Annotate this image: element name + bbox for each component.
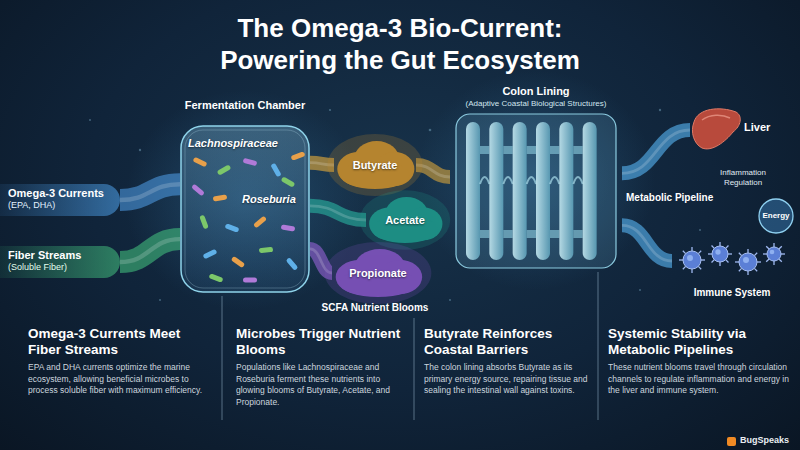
node-label: Fermentation Chamber (185, 98, 305, 112)
stream-band: Omega-3 Currents(EPA, DHA) (0, 184, 120, 216)
particles (89, 109, 701, 301)
title: The Omega-3 Bio-Current: Powering the Gu… (180, 12, 620, 76)
flow-band (310, 206, 366, 220)
node-sublabel: Roseburia (242, 192, 296, 206)
immune-cells-shape (672, 240, 792, 310)
flow-connector (310, 206, 366, 220)
section-body: The colon lining absorbs Butyrate as its… (424, 362, 594, 397)
section-heading: Omega-3 Currents Meet Fiber Streams (28, 326, 214, 358)
node-label: Immune System (694, 286, 771, 299)
annotation: Inflammation Regulation (712, 168, 774, 188)
stream-band: Fiber Streams(Soluble Fiber) (0, 246, 120, 278)
node-label: Liver (744, 120, 770, 134)
liver-icon-shape (690, 100, 790, 160)
node-label: Omega-3 Currents (0, 184, 104, 200)
section-heading: Microbes Trigger Nutrient Blooms (236, 326, 406, 358)
fermentation-chamber: Fermentation ChamberLachnospiraceaeRoseb… (180, 98, 310, 294)
liver-icon: Liver (690, 100, 790, 160)
node-sublabel: (Soluble Fiber) (0, 262, 67, 273)
colon-lining: Colon Lining(Adaptive Coastal Biological… (450, 84, 622, 270)
flow-highlight (310, 206, 366, 220)
section-body: EPA and DHA currents optimize the marine… (28, 362, 214, 397)
flow-connector (120, 239, 180, 262)
lining-glow (415, 70, 655, 290)
flow-highlight (120, 184, 180, 200)
scfa-cloud: Acetate (366, 196, 444, 244)
flow-highlight (120, 239, 180, 262)
node-label: Acetate (385, 213, 425, 227)
energy-circle: Energy (758, 198, 794, 234)
pipeline-label: Metabolic Pipeline (626, 192, 722, 204)
section-heading: Systemic Stability via Metabolic Pipelin… (608, 326, 790, 358)
node-label: Energy (762, 211, 789, 221)
node-sublabel: Lachnospiraceae (188, 136, 278, 150)
section-heading: Butyrate Reinforces Coastal Barriers (424, 326, 594, 358)
watermark-icon (727, 437, 736, 446)
group-label: SCFA Nutrient Blooms (310, 302, 440, 314)
flow-highlight (622, 130, 690, 173)
flow-connector (622, 225, 672, 261)
node-label: Fiber Streams (0, 246, 81, 262)
node-sublabel: (Adaptive Coastal Biological Structures) (466, 99, 607, 109)
colon-lining-shape (450, 84, 622, 270)
node-label: Butyrate (353, 158, 398, 172)
scfa-cloud: Propionate (332, 248, 424, 298)
node-label: Propionate (349, 266, 406, 280)
flow-highlight (622, 225, 672, 261)
watermark: BugSpeaks (740, 435, 796, 446)
flow-band (120, 184, 180, 200)
immune-cells: Immune System (672, 240, 792, 310)
section-body: Populations like Lachnospiraceae and Ros… (236, 362, 406, 408)
node-label: Colon Lining (502, 84, 569, 98)
flow-connector (120, 184, 180, 200)
flow-band (622, 130, 690, 173)
scfa-cloud: Butyrate (334, 140, 416, 190)
flow-band (120, 239, 180, 262)
node-sublabel: (EPA, DHA) (0, 200, 55, 211)
flow-connector (622, 130, 690, 173)
section-body: These nutrient blooms travel through cir… (608, 362, 790, 397)
flow-band (622, 225, 672, 261)
